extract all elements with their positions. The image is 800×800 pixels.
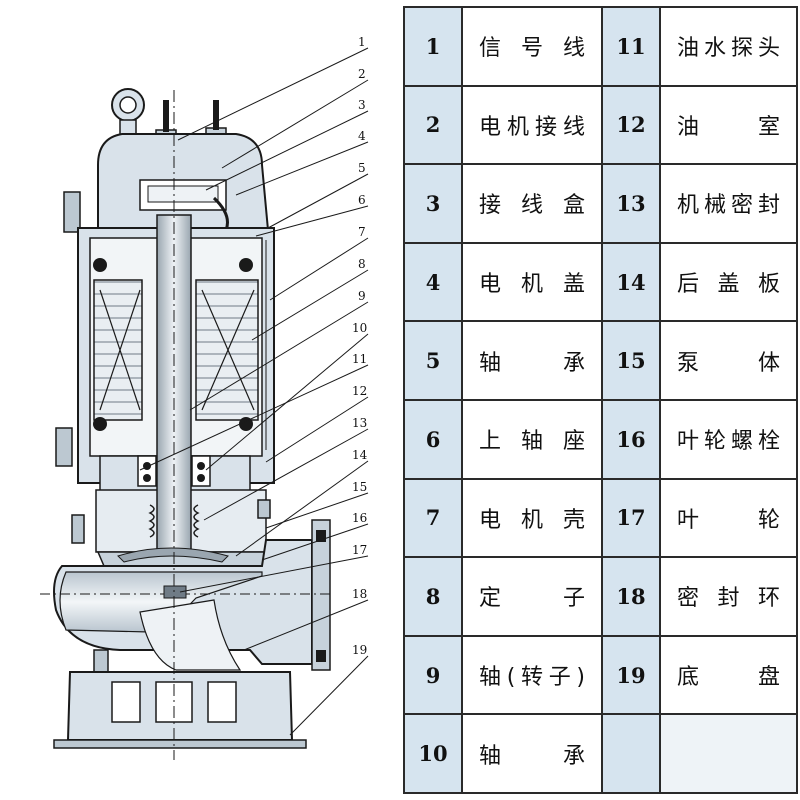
part-number-labels: 1 2 3 4 5 6 7 8 9 10 11 12 13 14 15 16 1… xyxy=(352,35,368,657)
leader-lines xyxy=(139,47,369,736)
table-row: 1 信号线 11 油水探头 xyxy=(403,6,798,87)
diagram-label-12: 12 xyxy=(352,384,367,398)
part-number: 18 xyxy=(601,556,661,637)
diagram-label-3: 3 xyxy=(358,98,366,112)
part-name-cell: 机械密封 xyxy=(659,163,798,244)
part-number: 12 xyxy=(601,84,661,166)
diagram-label-1: 1 xyxy=(358,35,366,49)
part-number: 5 xyxy=(403,320,463,401)
parts-table: 1 信号线 11 油水探头 2 电机接线 12 油室 3 接线盒 13 机械密封… xyxy=(403,6,798,794)
part-number: 9 xyxy=(403,634,463,716)
table-row: 3 接线盒 13 机械密封 xyxy=(403,163,798,244)
table-row: 9 轴(转子) 19 底盘 xyxy=(403,634,798,716)
diagram-label-10: 10 xyxy=(352,321,367,335)
impeller xyxy=(117,547,229,599)
part-name-cell: 密封环 xyxy=(659,556,798,637)
part-number: 16 xyxy=(601,398,661,480)
part-name-cell: 泵体 xyxy=(659,320,798,401)
diagram-label-13: 13 xyxy=(352,416,367,430)
part-name-cell: 电机壳 xyxy=(461,477,603,559)
part-name-cell: 底盘 xyxy=(659,634,798,716)
stator-windings xyxy=(93,258,259,431)
part-name: 信号线 xyxy=(479,36,585,62)
part-name: 泵体 xyxy=(677,350,780,376)
part-name: 密封环 xyxy=(677,586,780,612)
part-number: 2 xyxy=(403,84,463,166)
part-number: 7 xyxy=(403,477,463,559)
part-name: 机械密封 xyxy=(677,193,780,219)
diagram-label-8: 8 xyxy=(358,257,366,271)
table-row: 2 电机接线 12 油室 xyxy=(403,84,798,166)
part-name-cell: 轴承 xyxy=(461,320,603,401)
cover-bolt xyxy=(63,191,81,233)
part-name: 上轴座 xyxy=(479,429,585,455)
part-name-cell: 后盖板 xyxy=(659,241,798,323)
diagram-label-6: 6 xyxy=(358,193,366,207)
part-name-cell: 叶轮螺栓 xyxy=(659,398,798,480)
part-name-cell: 轴(转子) xyxy=(461,634,603,716)
empty-name-cell xyxy=(659,713,798,794)
diagram-label-11: 11 xyxy=(352,352,367,366)
part-name-cell: 接线盒 xyxy=(461,163,603,244)
part-name-cell: 轴承 xyxy=(461,713,603,794)
part-name-cell: 电机盖 xyxy=(461,241,603,323)
lifting-eye xyxy=(111,88,145,139)
diagram-label-14: 14 xyxy=(352,448,368,462)
diagram-label-19: 19 xyxy=(352,643,367,657)
part-name: 叶轮 xyxy=(677,507,780,533)
table-row: 10 轴承 xyxy=(403,713,798,794)
part-number: 15 xyxy=(601,320,661,401)
part-name-cell: 上轴座 xyxy=(461,398,603,480)
part-name: 轴(转子) xyxy=(479,665,585,691)
diagram-label-9: 9 xyxy=(358,289,366,303)
part-name-cell: 油室 xyxy=(659,84,798,166)
part-name: 底盘 xyxy=(677,665,780,691)
part-name: 轴承 xyxy=(479,743,585,769)
table-row: 5 轴承 15 泵体 xyxy=(403,320,798,401)
part-number: 6 xyxy=(403,398,463,480)
table-row: 6 上轴座 16 叶轮螺栓 xyxy=(403,398,798,480)
diagram-label-18: 18 xyxy=(352,587,367,601)
part-number: 13 xyxy=(601,163,661,244)
part-number: 11 xyxy=(601,6,661,87)
part-name: 电机接线 xyxy=(479,114,585,140)
pump-body xyxy=(40,519,331,671)
part-name: 油水探头 xyxy=(677,36,780,62)
diagram-label-7: 7 xyxy=(358,225,366,239)
part-name: 接线盒 xyxy=(479,193,585,219)
part-name: 后盖板 xyxy=(677,272,780,298)
part-name: 叶轮螺栓 xyxy=(677,429,780,455)
part-name: 电机盖 xyxy=(479,272,585,298)
part-name-cell: 叶轮 xyxy=(659,477,798,559)
empty-number-cell xyxy=(601,713,661,794)
pump-cross-section-diagram: 1 2 3 4 5 6 7 8 9 10 11 12 13 14 15 16 1… xyxy=(40,35,369,760)
part-number: 3 xyxy=(403,163,463,244)
diagram-label-5: 5 xyxy=(358,161,366,175)
table-row: 8 定子 18 密封环 xyxy=(403,556,798,637)
part-number: 10 xyxy=(403,713,463,794)
part-name: 油室 xyxy=(677,114,780,140)
part-number: 19 xyxy=(601,634,661,716)
part-name: 定子 xyxy=(479,586,585,612)
diagram-label-2: 2 xyxy=(358,67,366,81)
part-name-cell: 信号线 xyxy=(461,6,603,87)
part-number: 8 xyxy=(403,556,463,637)
diagram-label-16: 16 xyxy=(352,511,367,525)
diagram-label-17: 17 xyxy=(352,543,367,557)
part-number: 4 xyxy=(403,241,463,323)
table-row: 7 电机壳 17 叶轮 xyxy=(403,477,798,559)
part-number: 1 xyxy=(403,6,463,87)
part-number: 17 xyxy=(601,477,661,559)
table-row: 4 电机盖 14 后盖板 xyxy=(403,241,798,323)
part-name: 轴承 xyxy=(479,350,585,376)
part-number: 14 xyxy=(601,241,661,323)
part-name-cell: 电机接线 xyxy=(461,84,603,166)
part-name: 电机壳 xyxy=(479,507,585,533)
base-stand xyxy=(53,671,307,749)
part-name-cell: 油水探头 xyxy=(659,6,798,87)
diagram-label-4: 4 xyxy=(358,129,366,143)
part-name-cell: 定子 xyxy=(461,556,603,637)
diagram-label-15: 15 xyxy=(352,480,367,494)
